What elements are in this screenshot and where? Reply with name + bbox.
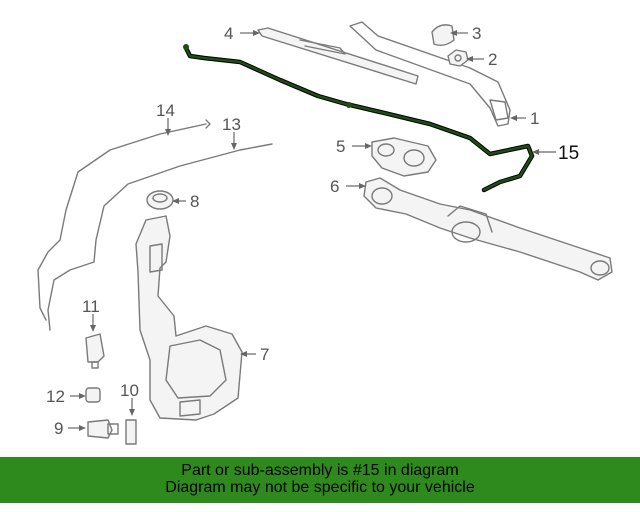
banner-line-1: Part or sub-assembly is #15 in diagram <box>181 462 459 479</box>
wiper-linkage <box>363 177 613 281</box>
callout-2: 2 <box>488 50 497 69</box>
level-sensor <box>87 419 119 439</box>
callout-9: 9 <box>54 419 63 438</box>
washer-hose-highlighted <box>183 44 535 193</box>
washer-pump <box>85 333 105 369</box>
wiper-motor <box>371 137 437 177</box>
callout-3: 3 <box>472 24 481 43</box>
callout-6: 6 <box>330 177 339 196</box>
callout-14: 14 <box>156 101 175 120</box>
callout-1: 1 <box>530 109 539 128</box>
callout-11: 11 <box>82 297 100 316</box>
part-notice-banner: Part or sub-assembly is #15 in diagram D… <box>0 457 640 503</box>
wiper-blade <box>257 27 419 85</box>
callout-10: 10 <box>120 381 139 400</box>
callout-13: 13 <box>222 115 241 134</box>
reservoir-cap <box>146 190 174 210</box>
callout-5: 5 <box>336 137 345 156</box>
washer-hose-14 <box>37 119 211 321</box>
washer-reservoir <box>135 215 243 421</box>
callout-8: 8 <box>190 192 199 211</box>
arm-cap <box>431 24 455 47</box>
wiper-arm <box>349 21 511 127</box>
callout-12: 12 <box>46 387 65 406</box>
callout-15: 15 <box>558 143 579 164</box>
callout-4: 4 <box>224 24 233 43</box>
callout-7: 7 <box>260 345 269 364</box>
banner-line-2: Diagram may not be specific to your vehi… <box>165 479 475 496</box>
leader-lines <box>68 30 556 431</box>
sensor-seal <box>125 419 137 445</box>
washer-hose-13 <box>47 143 273 331</box>
arm-nut <box>447 49 469 67</box>
pump-grommet <box>85 387 101 403</box>
